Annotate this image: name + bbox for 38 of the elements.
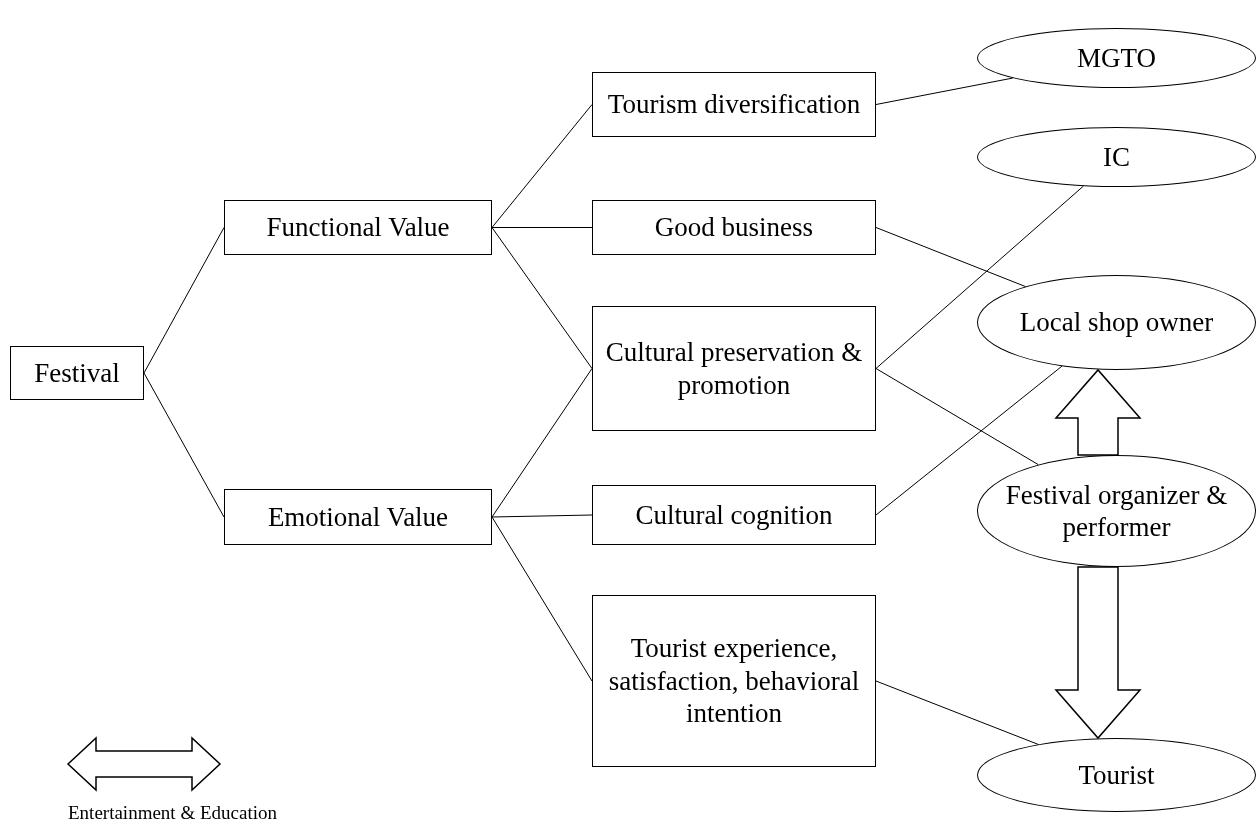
connector-line xyxy=(875,365,1063,516)
concept-box xyxy=(592,595,876,767)
node-label: Tourist xyxy=(1078,758,1155,792)
node-label: Emotional Value xyxy=(267,500,449,534)
node-label: Tourist experience, satisfaction, behavioral intention xyxy=(607,632,861,730)
concept-box xyxy=(10,346,144,400)
concept-box xyxy=(224,200,492,255)
block-arrow xyxy=(1054,566,1142,740)
concept-box xyxy=(592,200,876,255)
node-label: Functional Value xyxy=(266,211,450,244)
node-label: IC xyxy=(1103,140,1130,174)
concept-box xyxy=(592,72,876,137)
node-label: Festival organizer & performer xyxy=(1004,478,1229,544)
block-arrow xyxy=(1054,368,1142,456)
connector-line xyxy=(143,227,225,374)
connector-line xyxy=(875,185,1084,369)
connector-line xyxy=(875,227,1026,287)
connector-line xyxy=(491,227,593,369)
node-label: Local shop owner xyxy=(1019,306,1214,339)
connector-line xyxy=(143,372,225,518)
connector-line xyxy=(875,368,1039,466)
connector-line xyxy=(491,368,593,518)
connector-line xyxy=(491,104,593,228)
connector-line xyxy=(875,77,1014,105)
connector-line xyxy=(875,680,1039,745)
node-label: Cultural cognition xyxy=(635,498,833,532)
concept-box xyxy=(592,485,876,545)
connector-line xyxy=(491,514,593,518)
connector-line xyxy=(491,516,593,682)
node-label: Cultural preservation & promotion xyxy=(604,336,864,401)
legend-label: Entertainment & Education xyxy=(68,802,277,824)
node-label: Tourism diversification xyxy=(607,88,861,121)
concept-box xyxy=(224,489,492,545)
concept-box xyxy=(592,306,876,431)
node-label: Good business xyxy=(654,211,814,244)
connector-line xyxy=(491,227,593,228)
node-label: MGTO xyxy=(1077,41,1156,75)
node-label: Festival xyxy=(34,356,120,390)
